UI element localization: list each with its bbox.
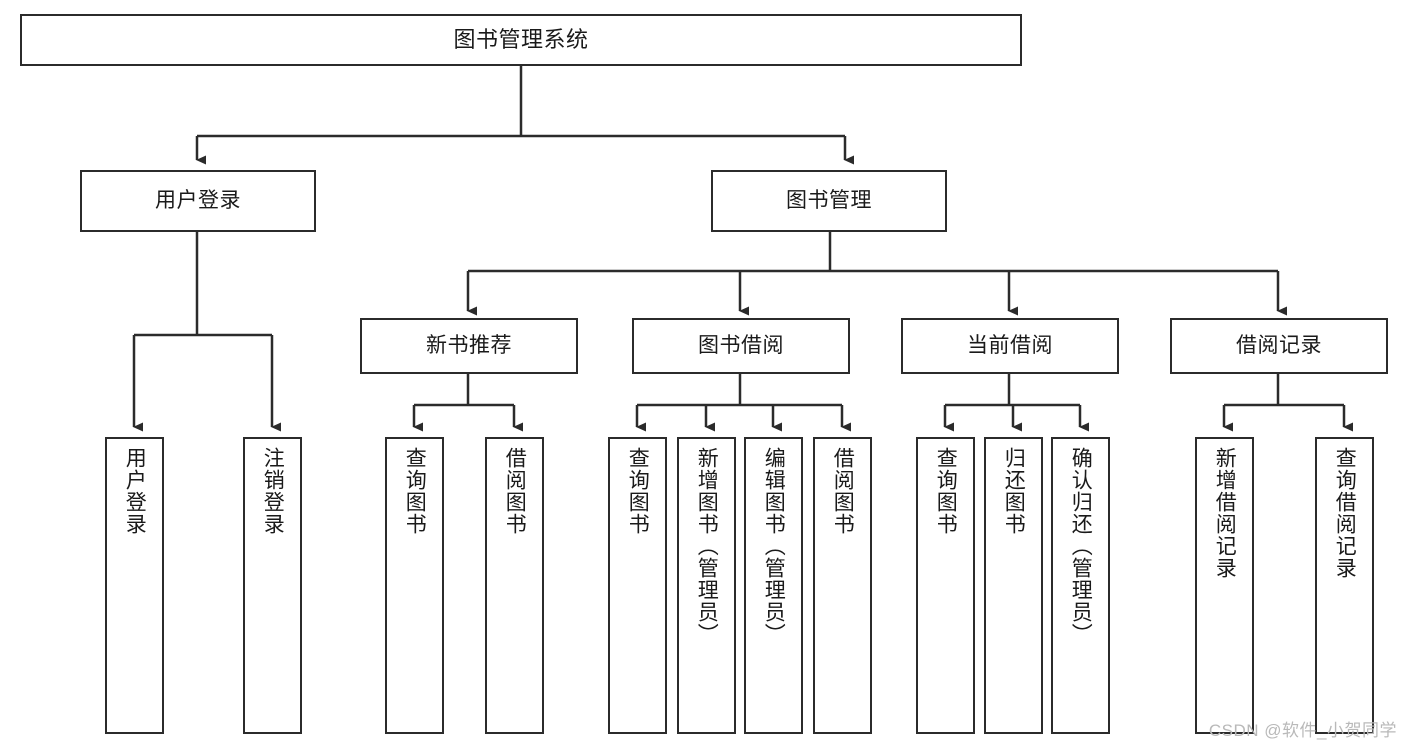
- csdn-watermark: CSDN @软件_小贺同学: [1208, 721, 1397, 740]
- leaf-query-book-current-label: 查询图书: [934, 447, 958, 535]
- node-root-label: 图书管理系统: [453, 26, 589, 52]
- leaf-query-book-borrow[interactable]: 查询图书: [608, 437, 667, 734]
- leaf-return-book-label: 归还图书: [1002, 447, 1026, 535]
- node-current-borrow[interactable]: 当前借阅: [901, 318, 1119, 374]
- leaf-user-login-label: 用户登录: [123, 447, 147, 535]
- node-borrow-record-label: 借阅记录: [1236, 334, 1322, 358]
- node-current-borrow-label: 当前借阅: [967, 334, 1053, 358]
- leaf-query-borrow-record[interactable]: 查询借阅记录: [1315, 437, 1374, 734]
- node-new-book-recommend-label: 新书推荐: [426, 334, 512, 358]
- node-book-management-label: 图书管理: [786, 189, 872, 213]
- leaf-return-book[interactable]: 归还图书: [984, 437, 1043, 734]
- leaf-add-book-admin-label: 新增图书（管理员）: [695, 447, 719, 645]
- node-root-system[interactable]: 图书管理系统: [20, 14, 1022, 66]
- node-book-borrow-label: 图书借阅: [698, 334, 784, 358]
- leaf-add-book-admin[interactable]: 新增图书（管理员）: [677, 437, 736, 734]
- leaf-borrow-book-action[interactable]: 借阅图书: [813, 437, 872, 734]
- leaf-edit-book-admin[interactable]: 编辑图书（管理员）: [744, 437, 803, 734]
- leaf-user-login[interactable]: 用户登录: [105, 437, 164, 734]
- leaf-query-book-new-label: 查询图书: [403, 447, 427, 535]
- leaf-borrow-book-action-label: 借阅图书: [831, 447, 855, 535]
- leaf-confirm-return-admin-label: 确认归还（管理员）: [1069, 447, 1093, 645]
- leaf-query-book-current[interactable]: 查询图书: [916, 437, 975, 734]
- leaf-query-book-borrow-label: 查询图书: [626, 447, 650, 535]
- leaf-logout[interactable]: 注销登录: [243, 437, 302, 734]
- leaf-confirm-return-admin[interactable]: 确认归还（管理员）: [1051, 437, 1110, 734]
- node-user-login[interactable]: 用户登录: [80, 170, 316, 232]
- leaf-add-borrow-record-label: 新增借阅记录: [1213, 447, 1237, 579]
- node-book-borrow[interactable]: 图书借阅: [632, 318, 850, 374]
- node-borrow-record[interactable]: 借阅记录: [1170, 318, 1388, 374]
- leaf-borrow-book-new-label: 借阅图书: [503, 447, 527, 535]
- leaf-query-borrow-record-label: 查询借阅记录: [1333, 447, 1357, 579]
- leaf-edit-book-admin-label: 编辑图书（管理员）: [762, 447, 786, 645]
- node-user-login-label: 用户登录: [155, 189, 241, 213]
- node-book-management[interactable]: 图书管理: [711, 170, 947, 232]
- leaf-query-book-new[interactable]: 查询图书: [385, 437, 444, 734]
- leaf-borrow-book-new[interactable]: 借阅图书: [485, 437, 544, 734]
- node-new-book-recommend[interactable]: 新书推荐: [360, 318, 578, 374]
- leaf-logout-label: 注销登录: [261, 447, 285, 535]
- leaf-add-borrow-record[interactable]: 新增借阅记录: [1195, 437, 1254, 734]
